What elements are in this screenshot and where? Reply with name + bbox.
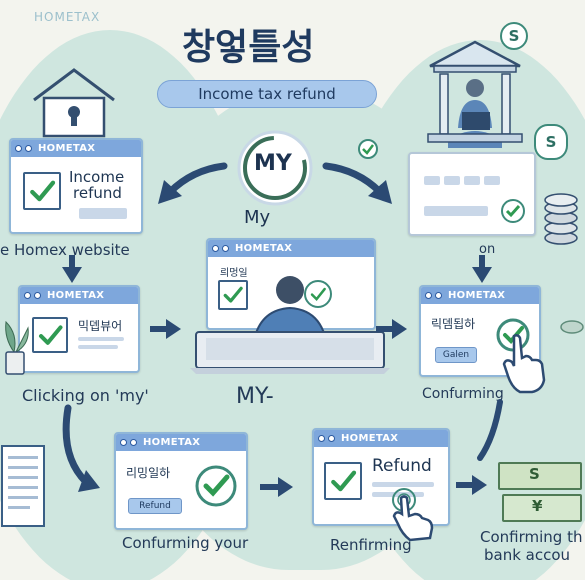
checkmark-icon	[23, 172, 61, 210]
income-refund-window[interactable]: HOMETAX Income refund	[9, 138, 143, 234]
arrow-right-icon	[150, 319, 181, 339]
checkmark-icon	[324, 462, 362, 500]
confirming-bank-label-2: bank accou	[484, 546, 571, 564]
placeholder-bar	[484, 176, 500, 185]
window-dot-icon	[25, 145, 32, 152]
clicking-label: Clicking on 'my'	[22, 386, 149, 405]
confirming-bank-label-1: Confirming th	[480, 528, 583, 546]
window-title: HOMETAX	[143, 437, 201, 448]
refund-label: refund	[73, 184, 122, 202]
arrow-down-icon	[62, 255, 82, 283]
renfirming-label: Renfirming	[330, 536, 412, 554]
placeholder-bar	[444, 176, 460, 185]
window-dot-icon	[130, 439, 137, 446]
window-dot-icon	[425, 292, 432, 299]
arrow-right-icon	[456, 475, 487, 495]
hometax-window-bottom-left[interactable]: HOMETAX 리밍일하 Refund	[114, 432, 248, 530]
arrow-right-icon	[322, 162, 392, 204]
korean-text: 릭뎀됩하	[431, 317, 476, 331]
arrow-right-icon	[376, 319, 407, 339]
window-dot-icon	[24, 292, 31, 299]
refund-text: Refund	[372, 456, 432, 476]
website-label: e Homex website	[0, 241, 130, 259]
window-title: HOMETAX	[235, 243, 293, 254]
page-title: 창엏틀성	[182, 27, 315, 68]
placeholder-bar	[424, 176, 440, 185]
placeholder-bar	[78, 337, 124, 341]
coin-stack-icon	[544, 193, 578, 245]
korean-text: 리밍일하	[126, 466, 171, 480]
korean-text: 릐멍일	[220, 268, 248, 279]
pill-icon	[560, 320, 584, 334]
placeholder-bar	[464, 176, 480, 185]
hand-cursor-icon	[502, 334, 546, 394]
window-dot-icon	[435, 292, 442, 299]
window-title: HOMETAX	[448, 290, 506, 301]
window-dot-icon	[15, 145, 22, 152]
my-label: My	[244, 207, 271, 228]
korean-text: 믹뎁뷰어	[78, 319, 123, 333]
document-icon	[1, 445, 45, 527]
subtitle-text: Income tax refund	[198, 85, 336, 103]
window-titlebar: HOMETAX	[208, 240, 374, 257]
hometax-window-left[interactable]: HOMETAX 믹뎁뷰어	[18, 285, 140, 373]
my-dash-label: MY-	[236, 384, 274, 409]
refund-button[interactable]: Refund	[128, 498, 182, 514]
confirming-right-label: Confurming	[422, 386, 504, 402]
window-dot-icon	[34, 292, 41, 299]
checkmark-icon	[218, 280, 248, 310]
window-titlebar: HOMETAX	[314, 430, 448, 447]
placeholder-bar	[79, 208, 127, 219]
bank-person-icon	[427, 40, 523, 148]
window-title: HOMETAX	[47, 290, 105, 301]
arrow-curve-icon	[62, 404, 100, 492]
pointing-hand-icon	[392, 488, 434, 542]
my-circle-icon	[237, 130, 313, 206]
window-titlebar: HOMETAX	[116, 434, 246, 451]
house-lock-icon	[33, 68, 115, 138]
person-at-laptop-icon	[190, 276, 390, 374]
dollar-badge-icon: S	[534, 124, 568, 160]
plant-icon	[5, 320, 29, 375]
galen-button[interactable]: Galen	[435, 347, 477, 363]
my-circle-label: MY	[254, 151, 292, 176]
placeholder-bar	[424, 206, 488, 216]
window-titlebar: HOMETAX	[11, 140, 141, 157]
arrow-curve-icon	[477, 399, 503, 461]
window-dot-icon	[120, 439, 127, 446]
window-title: HOMETAX	[38, 143, 96, 154]
window-dot-icon	[318, 435, 325, 442]
brand-logo: HOMETAX	[34, 10, 101, 24]
arrow-left-icon	[158, 162, 228, 204]
placeholder-bar	[372, 492, 424, 497]
check-circle-icon	[195, 465, 237, 507]
checkmark-icon	[32, 317, 68, 353]
window-dot-icon	[328, 435, 335, 442]
subtitle-pill: Income tax refund	[157, 80, 377, 108]
window-dot-icon	[212, 245, 219, 252]
placeholder-bar	[372, 482, 434, 487]
window-dot-icon	[222, 245, 229, 252]
dollar-badge-icon: S	[500, 22, 528, 50]
income-label: Income	[69, 168, 125, 186]
on-label: on	[479, 242, 496, 257]
placeholder-bar	[78, 345, 118, 349]
confirming-your-label: Confurming your	[122, 534, 249, 552]
check-circle-icon	[501, 199, 525, 223]
arrow-right-icon	[260, 477, 293, 497]
window-titlebar: HOMETAX	[20, 287, 138, 304]
check-badge-icon	[358, 139, 378, 159]
window-title: HOMETAX	[341, 433, 399, 444]
arrow-down-icon	[472, 255, 492, 283]
window-titlebar: HOMETAX	[421, 287, 539, 304]
check-circle-icon	[304, 280, 332, 308]
confirm-window	[408, 152, 536, 236]
banknote-icon: ¥	[502, 494, 582, 522]
banknote-icon: S	[498, 462, 582, 490]
hometax-window-bottom-mid[interactable]: HOMETAX Refund	[312, 428, 450, 526]
